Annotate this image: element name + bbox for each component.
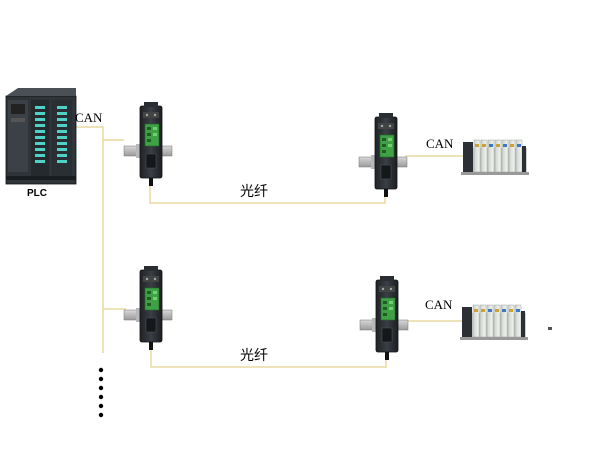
- converter-remote-top-icon: [358, 112, 408, 198]
- converter-remote-bottom-icon: [359, 275, 409, 361]
- can-label-remote-bottom: CAN: [425, 297, 453, 312]
- converter-local-bottom-icon: [123, 265, 173, 351]
- converter-local-top-icon: [123, 101, 173, 187]
- plc-label: PLC: [27, 188, 47, 199]
- fiber-label-bottom: 光纤: [240, 348, 268, 364]
- io-module-rack-top-icon: [460, 139, 530, 176]
- continuation-dots: [98, 367, 104, 418]
- fiber-label-top: 光纤: [240, 184, 268, 200]
- can-label-remote-top: CAN: [426, 136, 454, 151]
- fiber-line-bottom: [150, 345, 387, 368]
- io-rack-bottom-end-marker: [548, 327, 552, 330]
- can-label-plc: CAN: [75, 110, 103, 125]
- can-line-plc: [72, 126, 104, 353]
- io-module-rack-bottom-icon: [459, 304, 529, 341]
- plc-rack-icon: [5, 88, 77, 185]
